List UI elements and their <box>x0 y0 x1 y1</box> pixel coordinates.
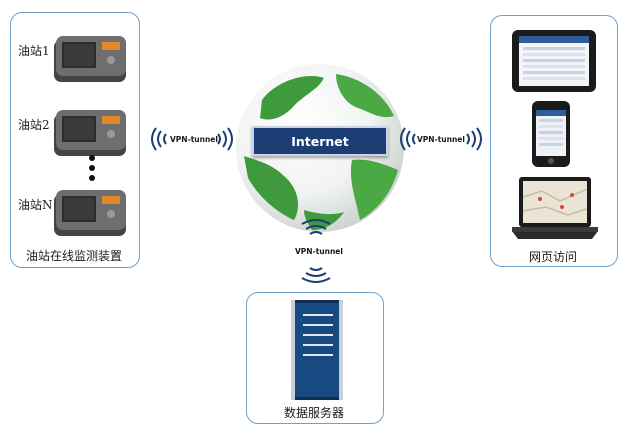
server-icon <box>291 300 343 400</box>
monitoring-device-n <box>54 190 126 236</box>
right-vpn-waves-icon <box>400 127 482 151</box>
more-stations-ellipsis <box>88 155 96 185</box>
laptop-icon <box>512 177 598 239</box>
bottom-vpn-label: VPN-tunnel <box>295 247 343 256</box>
monitoring-devices-caption: 油站在线监测装置 <box>25 249 122 263</box>
station-label-2: 油站2 <box>18 118 50 132</box>
station-label-n: 油站N <box>18 198 53 212</box>
left-vpn-waves-icon <box>151 127 233 151</box>
left-vpn-label: VPN-tunnel <box>170 135 218 144</box>
data-server-caption: 数据服务器 <box>283 406 344 420</box>
tablet-icon <box>512 30 596 92</box>
bottom-vpn-waves-icon <box>301 219 331 283</box>
smartphone-icon <box>532 101 570 167</box>
internet-label: Internet <box>252 126 388 156</box>
monitoring-device-2 <box>54 110 126 156</box>
station-label-1: 油站1 <box>18 44 50 58</box>
right-vpn-label: VPN-tunnel <box>417 135 465 144</box>
web-access-caption: 网页访问 <box>528 250 577 264</box>
monitoring-device-1 <box>54 36 126 82</box>
